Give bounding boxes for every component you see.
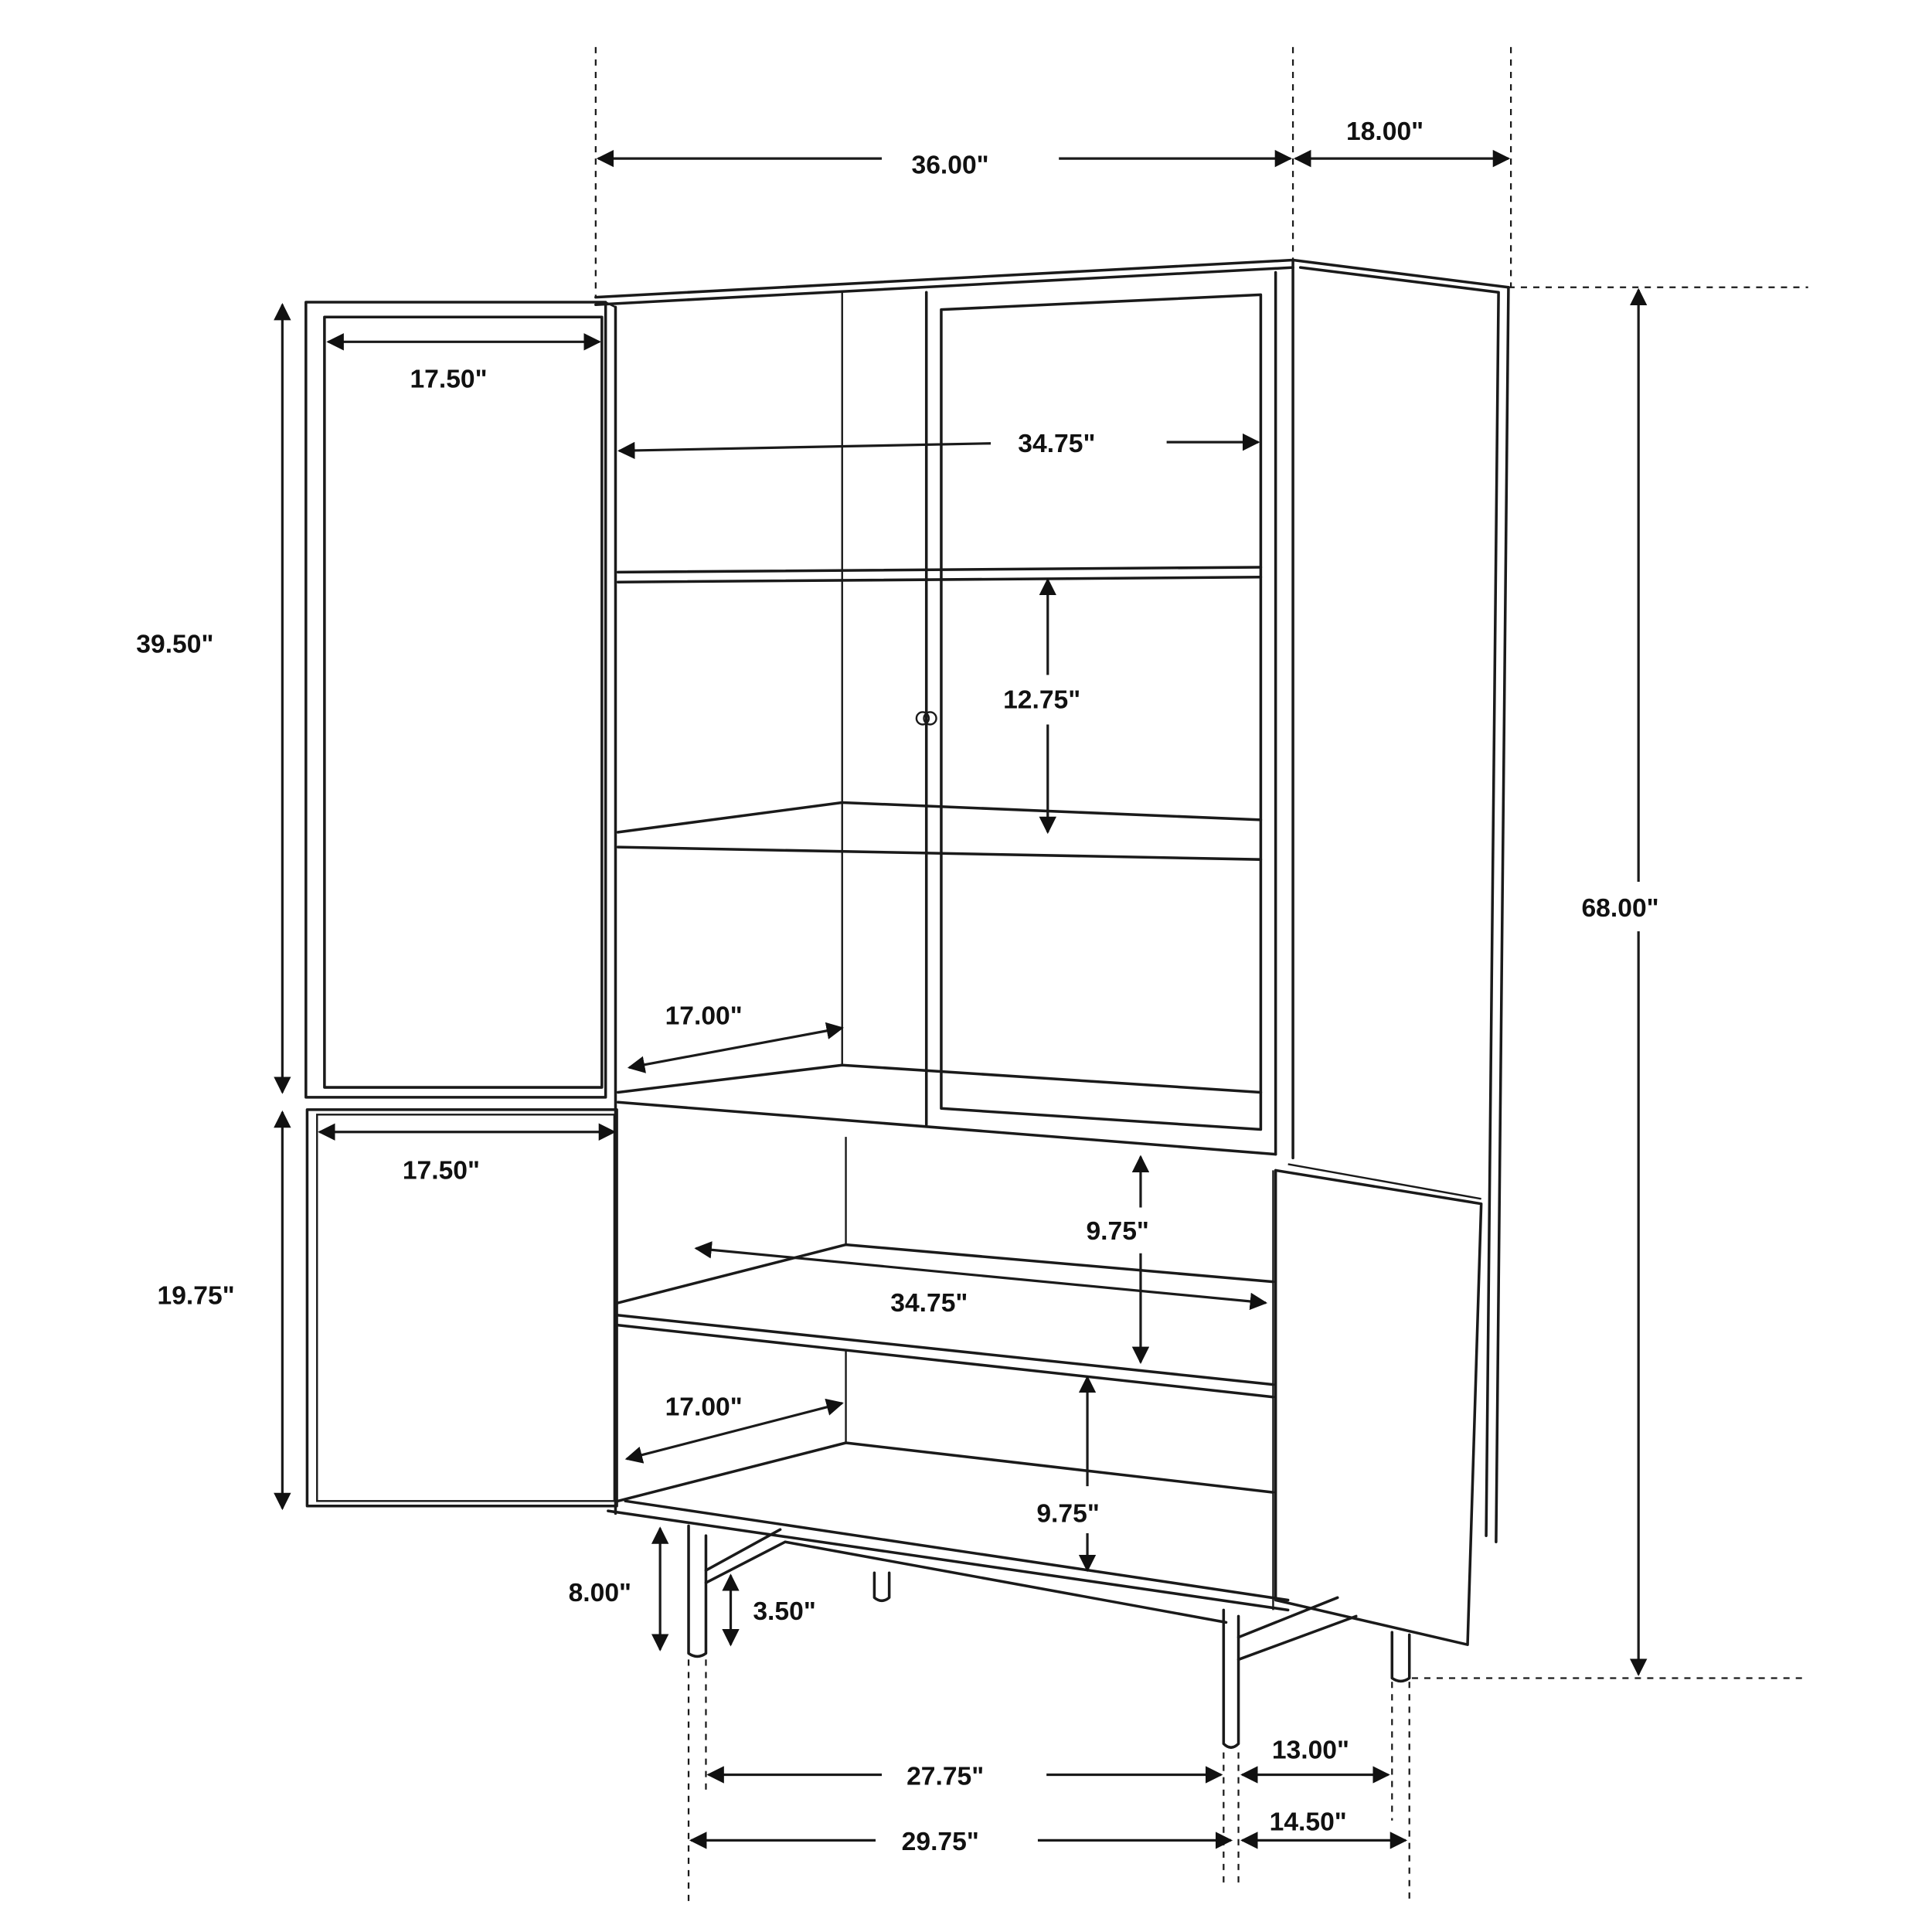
label-overall-width: 36.00"	[911, 151, 988, 179]
label-upper-door-height: 39.50"	[136, 631, 213, 659]
label-overall-height: 68.00"	[1581, 894, 1658, 923]
extension-lines	[594, 46, 1808, 1901]
label-lower-door-height: 19.75"	[158, 1282, 235, 1311]
label-stretcher-height: 3.50"	[753, 1597, 815, 1626]
lower-left-door-open	[305, 1108, 618, 1508]
dimension-labels: 36.00" 18.00" 68.00" 17.50" 34.75" 39.50…	[136, 117, 1658, 1856]
label-upper-interior-width: 34.75"	[1018, 430, 1095, 458]
label-upper-shelf-depth: 17.00"	[665, 1002, 743, 1030]
label-lower-shelf-spacing-bottom: 9.75"	[1036, 1500, 1099, 1529]
label-leg-span-outer-depth: 14.50"	[1270, 1808, 1347, 1837]
label-leg-height: 8.00"	[569, 1579, 631, 1607]
label-lower-shelf-depth: 17.00"	[665, 1393, 743, 1422]
label-lower-door-width: 17.50"	[403, 1157, 480, 1185]
dimension-arrows	[274, 149, 1648, 1849]
label-leg-span-inner-depth: 13.00"	[1272, 1736, 1349, 1765]
label-upper-door-width: 17.50"	[410, 366, 487, 394]
label-leg-span-outer-width: 29.75"	[902, 1828, 979, 1856]
label-lower-interior-width: 34.75"	[890, 1289, 968, 1318]
lower-right-door-open	[1274, 1163, 1483, 1646]
label-leg-span-inner-width: 27.75"	[906, 1762, 984, 1791]
label-overall-depth: 18.00"	[1346, 117, 1423, 146]
metal-base	[687, 1524, 1411, 1749]
label-upper-shelf-spacing: 12.75"	[1003, 686, 1080, 715]
upper-left-door-open	[304, 301, 617, 1099]
label-lower-shelf-spacing-top: 9.75"	[1086, 1217, 1148, 1246]
